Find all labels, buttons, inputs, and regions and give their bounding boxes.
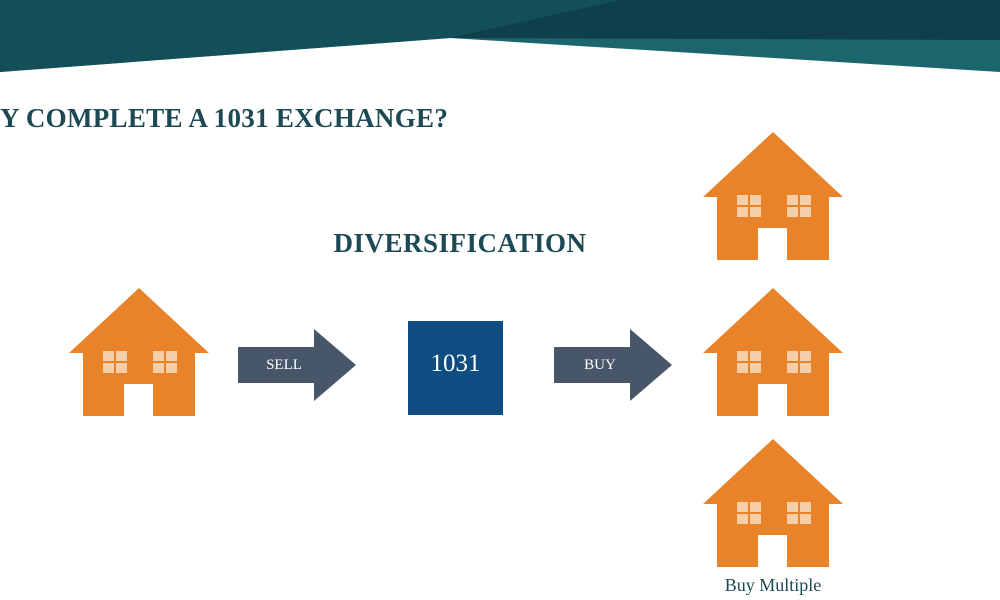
house-icon (703, 132, 843, 260)
arrow-right-icon (554, 329, 672, 401)
buy-label: BUY (584, 357, 616, 373)
house-icon (703, 439, 843, 567)
slide-title: Y COMPLETE A 1031 EXCHANGE? (0, 103, 449, 133)
exchange-box: 1031 (408, 321, 503, 415)
buy-arrow: BUY (554, 329, 672, 401)
house-icon (69, 288, 209, 416)
diversification-heading: DIVERSIFICATION (333, 228, 587, 258)
sell-label: SELL (266, 357, 302, 373)
house-icon (703, 288, 843, 416)
header-banner (0, 0, 1000, 72)
buy-multiple-caption: Buy Multiple (724, 575, 822, 595)
arrow-right-icon (238, 329, 356, 401)
sell-arrow: SELL (238, 329, 356, 401)
